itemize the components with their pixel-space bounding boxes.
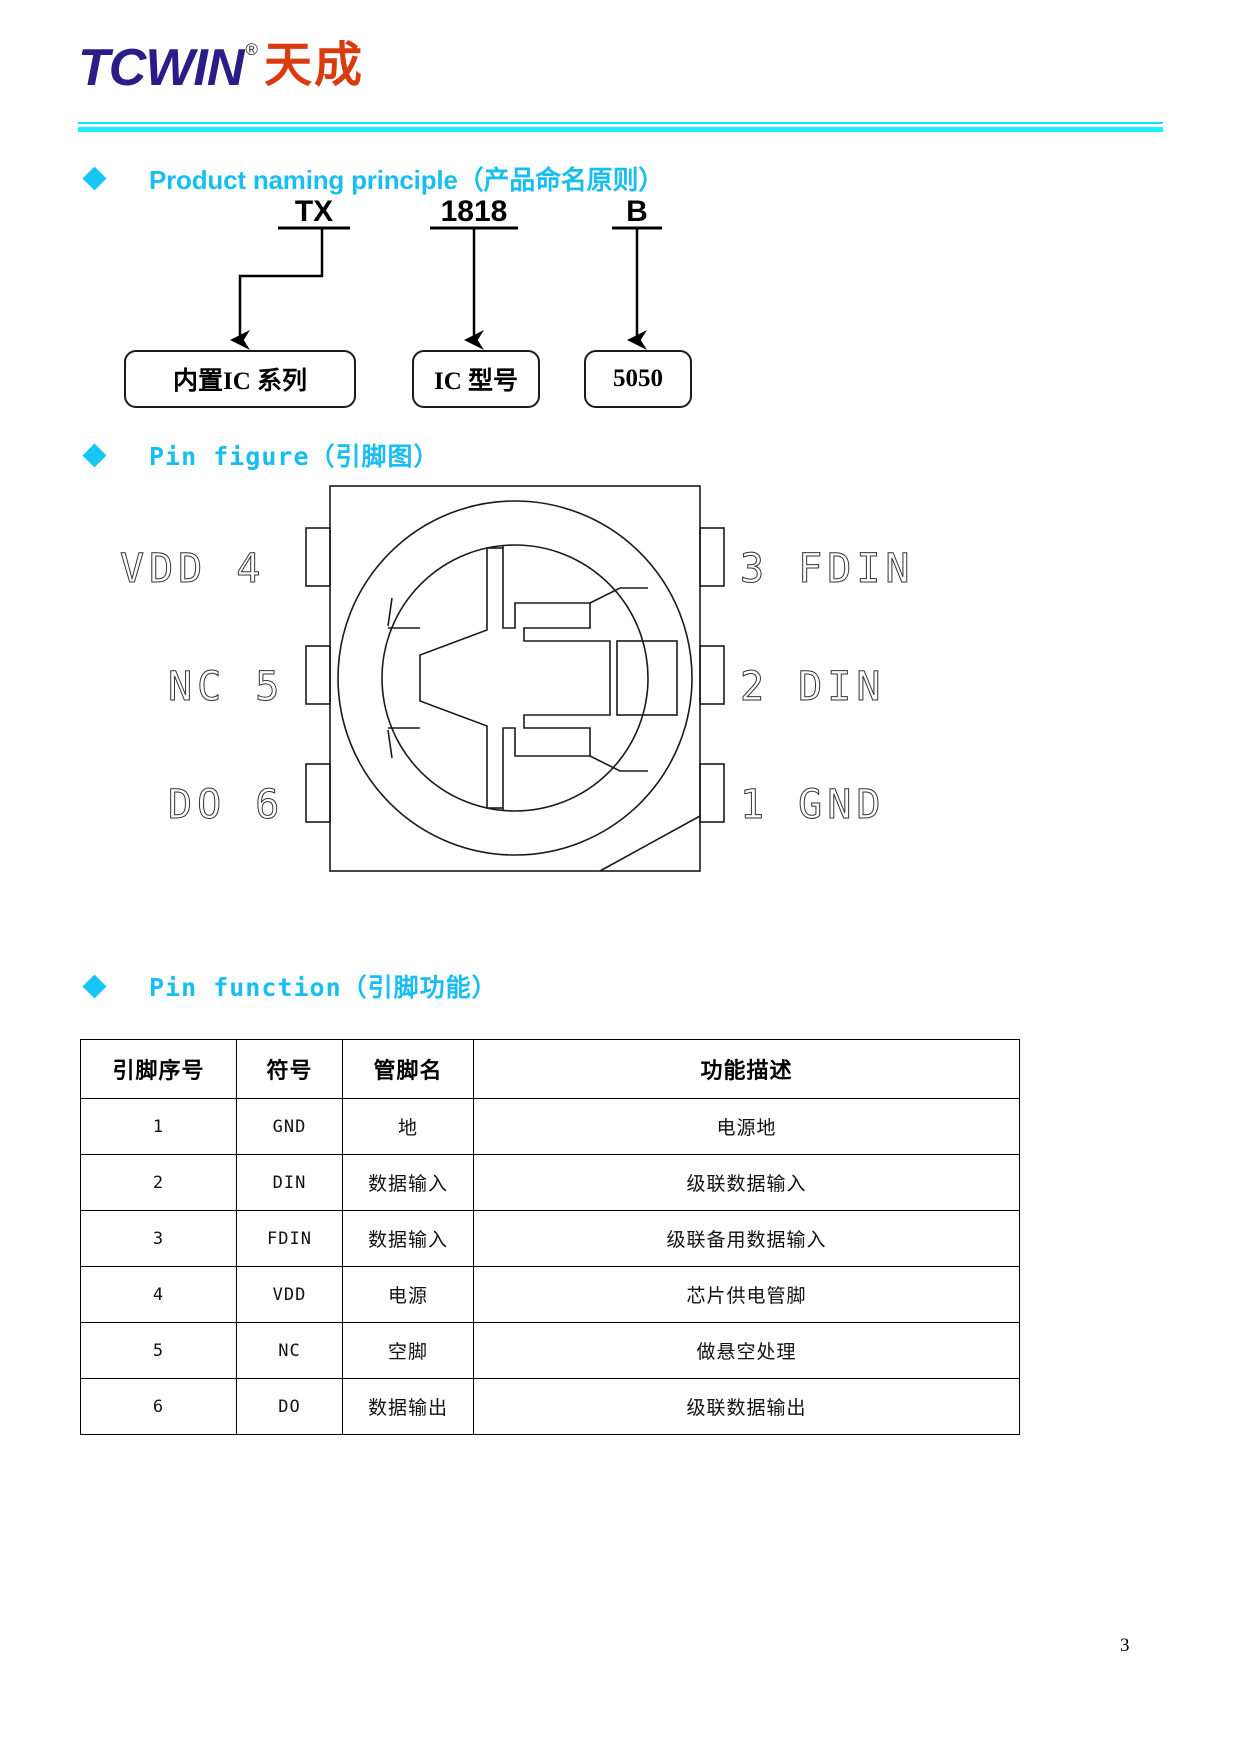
product-naming-diagram: TX 1818 B 内置IC 系列 IC 型号 5050 [100,195,740,420]
column-header-symbol: 符号 [236,1039,343,1099]
cell-function-desc: 级联备用数据输入 [473,1210,1020,1267]
diamond-bullet-icon [82,973,107,999]
cell-function-desc: 电源地 [473,1098,1020,1155]
naming-diagram-connectors [230,226,662,350]
table-header-row: 引脚序号 符号 管脚名 功能描述 [80,1039,1020,1099]
cell-pin-number: 4 [80,1266,237,1323]
cell-pin-number: 6 [80,1378,237,1435]
pin-label-fdin: 3 FDIN [740,546,915,593]
pin-label-nc: NC 5 [167,664,285,711]
column-header-pin-name: 管脚名 [342,1039,474,1099]
cell-symbol: NC [236,1322,343,1379]
pin-label-do: DO 6 [167,782,285,829]
cell-symbol: VDD [236,1266,343,1323]
cell-function-desc: 级联数据输入 [473,1154,1020,1211]
section-heading-product-naming: Product naming principle（产品命名原则） [82,160,665,197]
column-header-function-desc: 功能描述 [473,1039,1020,1099]
cell-function-desc: 级联数据输出 [473,1378,1020,1435]
cell-pin-name: 数据输入 [342,1154,474,1211]
section-title-pin-figure: Pin figure（引脚图） [149,442,440,471]
led-package-pin-figure: VDD 4 NC 5 DO 6 3 FDIN 2 DIN 1 GND [119,478,1120,898]
cell-pin-name: 空脚 [342,1322,474,1379]
header-divider [78,122,1163,132]
cell-pin-number: 1 [80,1098,237,1155]
cell-pin-number: 5 [80,1322,237,1379]
section-title-pin-function: Pin function（引脚功能） [149,973,498,1002]
cell-pin-number: 3 [80,1210,237,1267]
diamond-bullet-icon [82,442,107,468]
naming-box-ic-model: IC 型号 [412,350,540,408]
pin-label-gnd: 1 GND [739,782,886,829]
naming-code-label-2: 1818 [440,195,508,228]
naming-box-ic-series: 内置IC 系列 [124,350,356,408]
header-divider-thin-line [78,122,1163,124]
cell-symbol: DO [236,1378,343,1435]
section-title-product-naming: Product naming principle（产品命名原则） [149,165,665,195]
cell-pin-name: 地 [342,1098,474,1155]
registered-trademark-icon: ® [245,40,258,59]
header-divider-thick-line [78,127,1163,132]
cell-symbol: GND [236,1098,343,1155]
cell-function-desc: 芯片供电管脚 [473,1266,1020,1323]
pin-label-vdd: VDD 4 [119,546,266,593]
cell-pin-number: 2 [80,1154,237,1211]
logo-chinese-name: 天成 [263,39,364,92]
section-heading-pin-function: Pin function（引脚功能） [82,968,498,1004]
led-package-drawing [305,485,725,872]
naming-code-label-3: B [626,195,648,228]
pin-label-din: 2 DIN [739,664,886,711]
page-number: 3 [1120,1635,1130,1656]
cell-pin-name: 数据输出 [342,1378,474,1435]
cell-pin-name: 电源 [342,1266,474,1323]
naming-code-label-1: TX [294,195,334,228]
section-heading-pin-figure: Pin figure（引脚图） [82,437,440,473]
company-logo: TCWIN® 天成 [78,39,364,112]
cell-symbol: FDIN [236,1210,343,1267]
diamond-bullet-icon [82,166,107,191]
cell-pin-name: 数据输入 [342,1210,474,1267]
cell-symbol: DIN [236,1154,343,1211]
cell-function-desc: 做悬空处理 [473,1322,1020,1379]
logo-wordmark: TCWIN [78,39,244,97]
column-header-pin-number: 引脚序号 [80,1039,237,1099]
naming-box-package: 5050 [584,350,692,408]
